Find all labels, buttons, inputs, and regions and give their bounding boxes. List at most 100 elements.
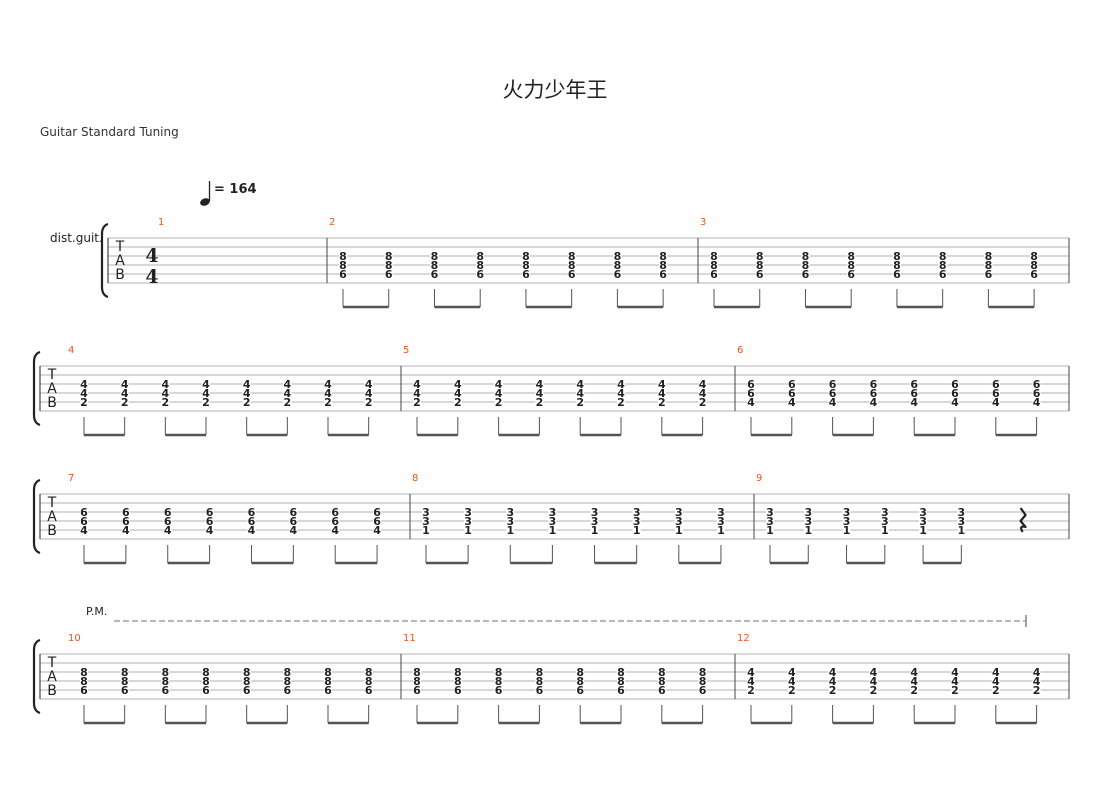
fret-number: 6: [847, 268, 855, 281]
fret-bg: [984, 251, 993, 261]
fret-bg: [453, 676, 462, 686]
fret-number: 4: [122, 524, 130, 537]
fret-bg: [242, 397, 251, 407]
fret-bg: [991, 379, 1000, 389]
fret-number: 3: [591, 515, 599, 528]
fret-number: 4: [910, 675, 918, 688]
fret-number: 2: [121, 396, 129, 409]
fret-bg: [283, 667, 292, 677]
fret-number: 6: [290, 506, 298, 519]
fret-number: 8: [699, 675, 707, 688]
fret-bg: [476, 269, 485, 279]
fret-bg: [242, 388, 251, 398]
fret-bg: [453, 388, 462, 398]
fret-number: 3: [549, 515, 557, 528]
fret-bg: [120, 667, 129, 677]
fret-bg: [617, 379, 625, 389]
fret-bg: [957, 525, 966, 535]
fret-number: 8: [80, 675, 88, 688]
fret-number: 8: [756, 250, 764, 263]
fret-bg: [617, 388, 625, 398]
fret-number: 8: [162, 666, 170, 679]
fret-number: 2: [788, 684, 796, 697]
fret-number: 8: [658, 675, 666, 688]
fret-number: 8: [614, 250, 622, 263]
fret-number: 4: [284, 387, 292, 400]
fret-number: 2: [80, 396, 88, 409]
fret-bg: [80, 379, 88, 389]
fret-bg: [80, 667, 88, 677]
fret-number: 2: [576, 396, 584, 409]
fret-bg: [205, 507, 214, 517]
fret-bg: [364, 676, 373, 686]
fret-bg: [121, 516, 130, 526]
fret-number: 8: [568, 250, 576, 263]
fret-number: 8: [710, 259, 718, 272]
fret-bg: [430, 269, 439, 279]
measure-number: 2: [329, 217, 335, 228]
fret-bg: [576, 685, 585, 695]
fret-number: 4: [788, 675, 796, 688]
fret-number: 4: [951, 396, 959, 409]
fret-number: 3: [675, 506, 683, 519]
fret-number: 1: [549, 524, 557, 537]
fret-number: 8: [121, 666, 129, 679]
measure-number: 11: [403, 633, 416, 644]
fret-bg: [617, 685, 625, 695]
fret-number: 8: [893, 259, 901, 272]
fret-number: 4: [870, 396, 878, 409]
fret-bg: [698, 676, 707, 686]
fret-number: 6: [992, 387, 1000, 400]
fret-bg: [984, 269, 993, 279]
fret-number: 3: [881, 515, 889, 528]
fret-number: 6: [122, 515, 130, 528]
fret-number: 6: [1033, 387, 1041, 400]
fret-bg: [828, 379, 837, 389]
fret-bg: [892, 269, 901, 279]
fret-bg: [787, 685, 796, 695]
fret-number: 1: [464, 524, 472, 537]
fret-bg: [880, 507, 889, 517]
fret-number: 8: [454, 666, 462, 679]
fret-bg: [80, 685, 88, 695]
fret-number: 4: [870, 675, 878, 688]
tab-clef-letter: B: [47, 683, 57, 699]
fret-bg: [163, 516, 172, 526]
fret-bg: [919, 507, 928, 517]
fret-number: 6: [910, 378, 918, 391]
fret-number: 4: [992, 675, 1000, 688]
fret-number: 8: [614, 259, 622, 272]
fret-number: 4: [788, 396, 796, 409]
fret-number: 4: [910, 666, 918, 679]
fret-bg: [766, 525, 774, 535]
fret-number: 3: [843, 515, 851, 528]
fret-number: 3: [958, 506, 966, 519]
fret-bg: [324, 685, 332, 695]
fret-bg: [747, 676, 755, 686]
fret-bg: [430, 251, 439, 261]
fret-bg: [364, 379, 373, 389]
fret-bg: [951, 379, 959, 389]
fret-number: 2: [910, 684, 918, 697]
fret-bg: [373, 525, 382, 535]
measure-number: 8: [412, 473, 418, 484]
fret-number: 3: [422, 515, 430, 528]
fret-number: 3: [506, 506, 514, 519]
fret-bg: [80, 388, 88, 398]
fret-number: 2: [658, 396, 666, 409]
fret-number: 8: [522, 250, 530, 263]
fret-bg: [951, 397, 959, 407]
fret-number: 4: [829, 396, 837, 409]
fret-bg: [991, 388, 1000, 398]
fret-bg: [202, 379, 210, 389]
fret-bg: [747, 388, 755, 398]
fret-bg: [289, 516, 298, 526]
fret-number: 4: [495, 378, 503, 391]
fret-number: 6: [80, 506, 88, 519]
fret-number: 6: [747, 378, 755, 391]
fret-bg: [1032, 379, 1041, 389]
fret-number: 6: [829, 378, 837, 391]
tab-clef-letter: B: [47, 395, 57, 411]
fret-bg: [828, 397, 837, 407]
fret-number: 4: [536, 378, 544, 391]
